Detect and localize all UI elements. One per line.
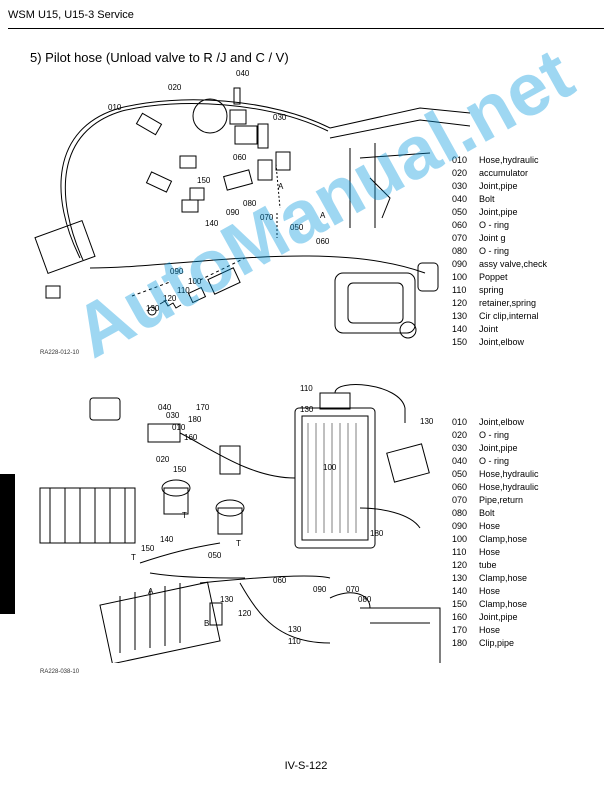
fig2-label: 110: [300, 384, 313, 393]
fig1-label: 050: [290, 223, 304, 232]
fig2-label: 130: [288, 625, 302, 634]
fig2-label: 180: [188, 415, 202, 424]
fig2-label: 020: [156, 455, 170, 464]
fig2-label: 030: [166, 411, 180, 420]
fig1-label: A: [278, 182, 284, 191]
side-tab: [0, 474, 15, 614]
fig1-label: 090: [170, 267, 184, 276]
fig2-label: 180: [370, 529, 384, 538]
fig2-label: 080: [358, 595, 372, 604]
fig1-label: 040: [236, 69, 250, 78]
fig1-label: 010: [108, 103, 122, 112]
fig2-label: 120: [238, 609, 252, 618]
fig2-label: 140: [160, 535, 174, 544]
fig1-label: 140: [205, 219, 219, 228]
fig1-label: 020: [168, 83, 182, 92]
fig2-label: 100: [323, 463, 337, 472]
fig2-label: T: [236, 539, 241, 548]
fig1-label: 120: [163, 294, 177, 303]
figure2-diagram: 040 030 010 170 180 160 020 150 110 130 …: [39, 384, 441, 663]
fig2-label: 130: [420, 417, 434, 426]
fig2-label: 010: [172, 423, 186, 432]
fig2-label: B: [204, 619, 209, 628]
fig2-label: A: [148, 587, 154, 596]
fig1-label: 090: [226, 208, 240, 217]
fig2-label: 110: [288, 637, 301, 646]
page-number: IV-S-122: [284, 760, 328, 772]
fig1-label: A: [320, 211, 326, 220]
fig2-label: 150: [141, 544, 155, 553]
fig2-label: 170: [196, 403, 210, 412]
fig1-label: 070: [260, 213, 274, 222]
fig1-label: 080: [243, 199, 257, 208]
fig2-label: 160: [184, 433, 198, 442]
fig1-label: 110: [177, 286, 190, 295]
fig1-label: 030: [273, 113, 287, 122]
figure2-code: RA228-038-10: [40, 669, 80, 675]
figure1-code: RA228-012-10: [40, 350, 80, 356]
fig2-label: 070: [346, 585, 360, 594]
fig2-label: 060: [273, 576, 287, 585]
fig1-label: 100: [188, 277, 202, 286]
figure1-diagram: 040 020 010 030 060 150 080 A 070 090 14…: [34, 69, 470, 339]
header-title: WSM U15, U15-3 Service: [8, 9, 134, 21]
fig2-label: 090: [313, 585, 327, 594]
fig1-label: 130: [146, 304, 160, 313]
fig1-label: 060: [233, 153, 247, 162]
fig2-label: 040: [158, 403, 172, 412]
section-title: 5) Pilot hose (Unload valve to R /J and …: [30, 50, 289, 65]
fig2-label: T: [182, 511, 187, 520]
fig1-label: 150: [197, 176, 211, 185]
fig2-label: T: [131, 553, 136, 562]
fig2-label: 130: [300, 405, 314, 414]
fig1-label: 060: [316, 237, 330, 246]
fig2-label: 130: [220, 595, 234, 604]
header-rule: [8, 28, 604, 29]
fig2-label: 150: [173, 465, 187, 474]
fig2-label: 050: [208, 551, 222, 560]
